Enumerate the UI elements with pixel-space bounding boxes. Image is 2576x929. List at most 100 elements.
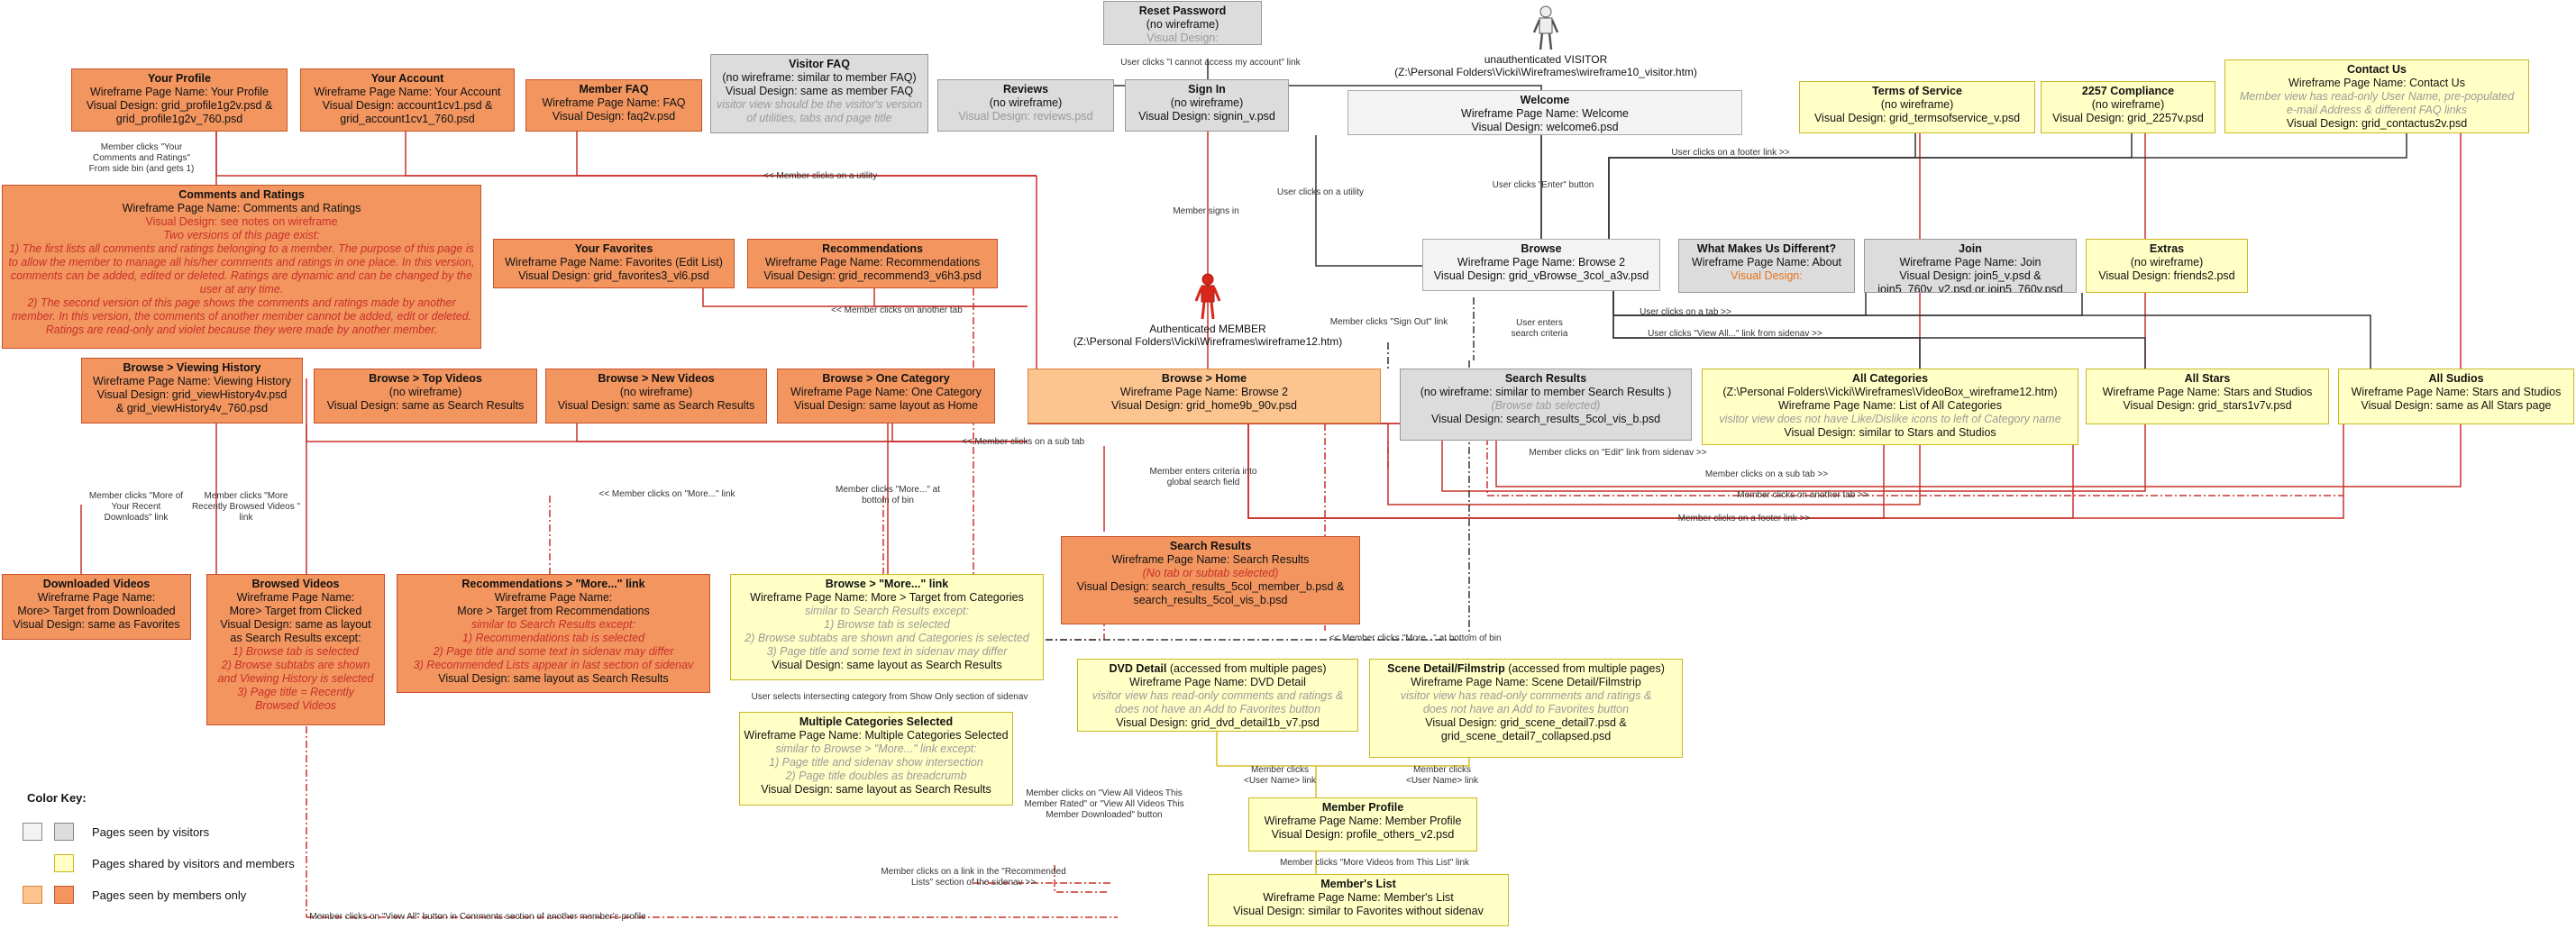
- label-user-enter: User clicks "Enter" button: [1492, 180, 1594, 190]
- box-line: Visual Design: same layout as Home: [793, 399, 979, 412]
- box-line: join5_760v_v2.psd or join5_760v.psd: [1877, 283, 2063, 293]
- box-title: Visitor FAQ: [789, 58, 850, 70]
- box-title: 2257 Compliance: [2081, 85, 2175, 97]
- label-view-all-comments: Member clicks on "View All" button in Co…: [309, 912, 646, 922]
- box-title: All Sudios: [2428, 372, 2484, 385]
- box-line: Visual Design: same as layout: [220, 618, 371, 631]
- browse-box: Browse Wireframe Page Name: Browse 2 Vis…: [1422, 239, 1660, 291]
- visitor-search-results-box: Search Results (no wireframe: similar to…: [1400, 369, 1692, 441]
- visitor-person-icon: [1532, 5, 1559, 50]
- compliance-box: 2257 Compliance (no wireframe) Visual De…: [2041, 81, 2215, 133]
- label-global-search: Member enters criteria into global searc…: [1149, 467, 1257, 487]
- top-videos-box: Browse > Top Videos (no wireframe) Visua…: [314, 369, 537, 424]
- box-title-note: (accessed from multiple pages): [1166, 662, 1327, 675]
- box-title-row: DVD Detail (accessed from multiple pages…: [1082, 662, 1354, 676]
- box-line: Visual Design: same as Search Results: [326, 399, 525, 412]
- box-line: visitor view does not have Like/Dislike …: [1719, 413, 2061, 425]
- box-line: Wireframe Page Name: Favorites (Edit Lis…: [505, 256, 723, 269]
- reset-password-box: Reset Password (no wireframe) Visual Des…: [1103, 1, 1262, 45]
- label-enters-criteria: User enters search criteria: [1511, 318, 1568, 339]
- member-search-results-box: Search Results Wireframe Page Name: Sear…: [1061, 536, 1360, 624]
- box-line: (no wireframe): [1880, 98, 1954, 111]
- box-title: Browse > "More..." link: [825, 578, 949, 590]
- all-studios-box: All Sudios Wireframe Page Name: Stars an…: [2338, 369, 2574, 424]
- box-line: Visual Design: search_results_5col_vis_b…: [1430, 413, 1661, 425]
- label-member-footer: Member clicks on a footer link >>: [1677, 514, 1811, 524]
- what-makes-us-different-box: What Makes Us Different? Wireframe Page …: [1678, 239, 1855, 293]
- box-title: Browse > New Videos: [598, 372, 715, 385]
- box-title: Welcome: [1520, 94, 1570, 106]
- box-line: Wireframe Page Name: Scene Detail/Filmst…: [1411, 676, 1641, 688]
- box-title: Scene Detail/Filmstrip: [1387, 662, 1505, 675]
- label-edit-sidenav: Member clicks on "Edit" link from sidena…: [1529, 448, 1707, 458]
- box-line: Wireframe Page Name:: [236, 591, 355, 604]
- box-title: Contact Us: [2347, 63, 2407, 76]
- recommendations-more-box: Recommendations > "More..." link Wirefra…: [397, 574, 710, 693]
- box-title: Search Results: [1169, 540, 1252, 552]
- swatch-member-dark: [54, 886, 74, 904]
- label-more-link: << Member clicks on "More..." link: [598, 489, 735, 499]
- box-title: Browse > Home: [1161, 372, 1247, 385]
- box-line: Visual Design: grid_vBrowse_3col_a3v.psd: [1433, 269, 1649, 282]
- label-member-sub-tab: Member clicks on a sub tab >>: [1704, 469, 1829, 479]
- box-title: Member's List: [1320, 878, 1396, 890]
- box-line: similar to Browse > "More..." link excep…: [775, 742, 977, 755]
- comments-ratings-box: Comments and Ratings Wireframe Page Name…: [2, 185, 481, 349]
- box-line: Visual Design: grid_2257v.psd: [2052, 112, 2204, 124]
- box-line: search_results_5col_vis_b.psd: [1133, 594, 1288, 606]
- box-line: Visual Design: grid_home9b_90v.psd: [1111, 399, 1297, 412]
- box-line: Visual Design: signin_v.psd: [1138, 110, 1275, 123]
- box-line: Browsed Videos: [254, 699, 337, 712]
- box-line: Visual Design: grid_stars1v7v.psd: [2123, 399, 2292, 412]
- box-line: visitor view has read-only comments and …: [1092, 689, 1344, 702]
- box-title: Member Profile: [1321, 801, 1404, 814]
- box-line: visitor view has read-only comments and …: [1400, 689, 1652, 702]
- key-visitors: Pages seen by visitors: [92, 825, 210, 839]
- box-line: Wireframe Page Name: List of All Categor…: [1777, 399, 2003, 412]
- box-line: 1) Page title and sidenav show intersect…: [769, 756, 983, 769]
- box-line: Wireframe Page Name: Search Results: [1111, 553, 1310, 566]
- actor-path: (Z:\Personal Folders\Vicki\Wireframes\wi…: [1073, 335, 1343, 348]
- label-cannot-access: User clicks "I cannot access my account"…: [1120, 58, 1301, 68]
- box-title: Browse > One Category: [822, 372, 950, 385]
- box-line: (no wireframe: similar to member FAQ): [722, 71, 917, 84]
- box-line: Wireframe Page Name: DVD Detail: [1129, 676, 1306, 688]
- box-title: DVD Detail: [1109, 662, 1167, 675]
- box-line: 3) Page title = Recently: [237, 686, 354, 698]
- terms-of-service-box: Terms of Service (no wireframe) Visual D…: [1799, 81, 2035, 133]
- box-line: Visual Design: grid_profile1g2v.psd &: [86, 99, 273, 112]
- box-title: Extras: [2149, 242, 2185, 255]
- key-members: Pages seen by members only: [92, 888, 247, 902]
- box-line: Visual Design: grid_recommend3_v6h3.psd: [763, 269, 982, 282]
- box-line: Wireframe Page Name: More > Target from …: [750, 591, 1024, 604]
- extras-box: Extras (no wireframe) Visual Design: fri…: [2086, 239, 2248, 293]
- box-title: What Makes Us Different?: [1696, 242, 1837, 255]
- box-line: Visual Design: same layout as Search Res…: [438, 672, 669, 685]
- box-line: Member view has read-only User Name, pre…: [2239, 90, 2515, 103]
- box-line: Wireframe Page Name: Member's List: [1263, 891, 1454, 904]
- browse-home-box: Browse > Home Wireframe Page Name: Brows…: [1028, 369, 1381, 424]
- box-line: grid_scene_detail7_collapsed.psd: [1440, 730, 1612, 742]
- reviews-box: Reviews (no wireframe) Visual Design: re…: [937, 79, 1114, 132]
- box-line: Visual Design: same layout as Search Res…: [761, 783, 991, 796]
- viewing-history-box: Browse > Viewing History Wireframe Page …: [81, 358, 303, 424]
- box-line: Visual Design: see notes on wireframe: [145, 215, 338, 228]
- label-more-videos-list: Member clicks "More Videos from This Lis…: [1279, 858, 1470, 868]
- box-line: Visual Design: reviews.psd: [958, 110, 1093, 123]
- your-account-box: Your Account Wireframe Page Name: Your A…: [300, 68, 515, 132]
- box-line: Wireframe Page Name: FAQ: [542, 96, 686, 109]
- box-line: 1) Browse tab is selected: [824, 618, 950, 631]
- label-view-all-sidenav: User clicks "View All..." link from side…: [1648, 329, 1822, 339]
- box-line: Wireframe Page Name: Welcome: [1461, 107, 1629, 120]
- box-line: Visual Design: grid_scene_detail7.psd &: [1425, 716, 1627, 729]
- box-line: Visual Design: same layout as Search Res…: [772, 659, 1002, 671]
- swatch-visitor-light: [23, 823, 42, 841]
- box-line: 2) Browse subtabs are shown and Categori…: [744, 632, 1029, 644]
- box-line: 2) The second version of this page shows…: [11, 296, 472, 336]
- box-title: Terms of Service: [1872, 85, 1962, 97]
- label-your-comments: Member clicks "Your Comments and Ratings…: [88, 142, 195, 174]
- box-line: Visual Design: same as Favorites: [13, 618, 180, 631]
- box-title: Downloaded Videos: [42, 578, 151, 590]
- box-line: Visual Design: same as member FAQ: [725, 85, 914, 97]
- key-shared: Pages shared by visitors and members: [92, 857, 295, 870]
